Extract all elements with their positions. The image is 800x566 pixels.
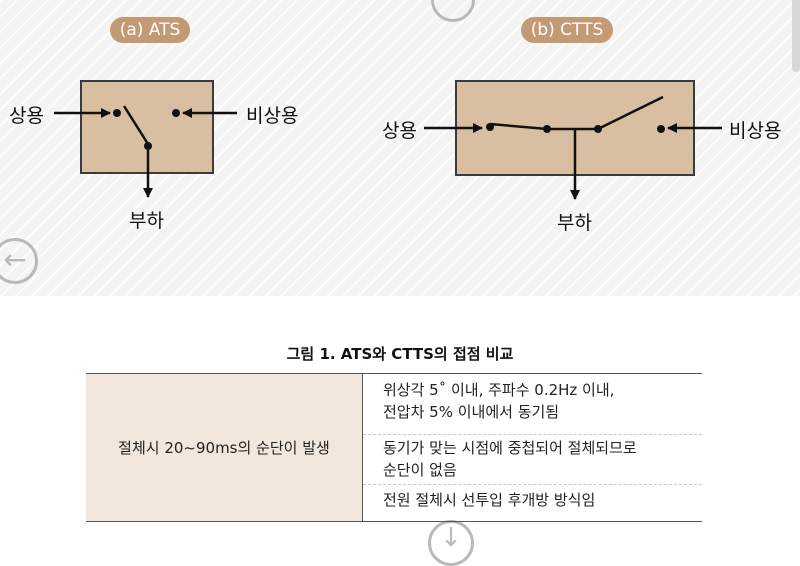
ctts-closed-blade <box>489 122 548 131</box>
ats-title-badge: (a) ATS <box>110 17 190 43</box>
ctts-standby-contact <box>657 125 665 133</box>
ctts-make-before-break-line: 전원 절체시 선투입 후개방 방식임 <box>383 491 596 509</box>
ctts-sync-line-1: 위상각 5˚ 이내, 주파수 0.2Hz 이내, <box>383 381 615 399</box>
ctts-load-label: 부하 <box>557 212 592 234</box>
ctts-overlap-transfer: 동기가 맞는 시점에 중첩되어 절체되므로 순단이 없음 <box>363 434 702 481</box>
ctts-sync-condition: 위상각 5˚ 이내, 주파수 0.2Hz 이내, 전압차 5% 이내에서 동기됨 <box>363 379 702 423</box>
ctts-normal-label: 상용 <box>382 120 417 142</box>
figure-caption: 그림 1. ATS와 CTTS의 접점 비교 <box>286 345 514 363</box>
ats-standby-label: 비상용 <box>246 105 299 127</box>
ctts-make-before-break: 전원 절체시 선투입 후개방 방식임 <box>363 484 702 511</box>
ats-normal-contact <box>113 109 121 117</box>
ats-load-label: 부하 <box>129 210 164 232</box>
switch-diagram <box>54 95 722 200</box>
back-arrow-icon[interactable]: ← <box>0 238 38 284</box>
ats-normal-label: 상용 <box>9 105 44 127</box>
ats-standby-contact <box>172 109 180 117</box>
ats-description-text: 절체시 20~90ms의 순단이 발생 <box>118 439 330 457</box>
ctts-open-blade <box>597 95 664 131</box>
ats-description-cell: 절체시 20~90ms의 순단이 발생 <box>86 374 363 521</box>
ctts-overlap-line-2: 순단이 없음 <box>383 461 457 479</box>
scrollbar[interactable] <box>792 0 800 72</box>
scroll-down-icon[interactable]: ↓ <box>428 520 474 566</box>
comparison-table: 절체시 20~90ms의 순단이 발생 위상각 5˚ 이내, 주파수 0.2Hz… <box>86 373 702 522</box>
ats-switch-blade <box>122 105 150 145</box>
ctts-sync-line-2: 전압차 5% 이내에서 동기됨 <box>383 403 560 421</box>
ctts-title-badge: (b) CTTS <box>521 17 613 43</box>
ctts-standby-label: 비상용 <box>729 120 782 142</box>
ctts-overlap-line-1: 동기가 맞는 시점에 중첩되어 절체되므로 <box>383 439 637 457</box>
ctts-description-cell: 위상각 5˚ 이내, 주파수 0.2Hz 이내, 전압차 5% 이내에서 동기됨… <box>363 374 702 521</box>
ats-load-contact <box>144 142 152 150</box>
